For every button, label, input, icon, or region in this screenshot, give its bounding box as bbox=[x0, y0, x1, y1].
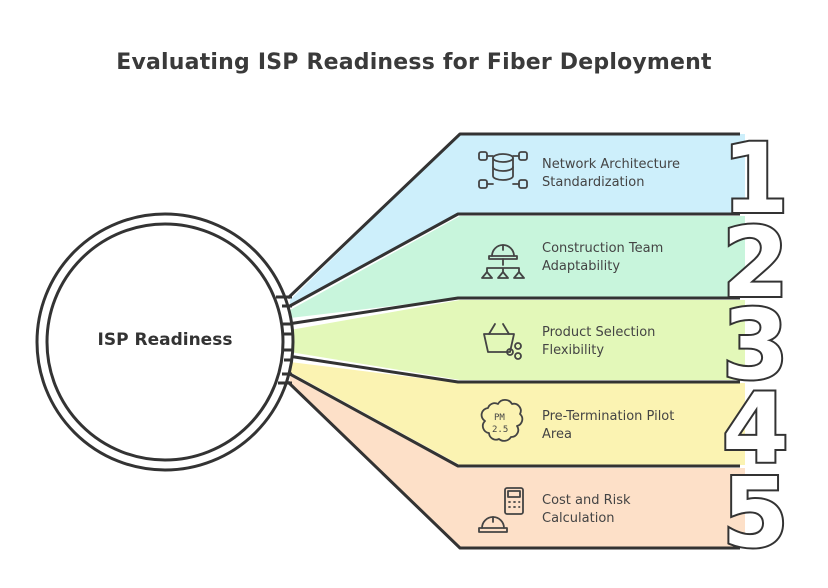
pm25-cloud-icon bbox=[480, 398, 524, 442]
item-3-line1: Product Selection bbox=[542, 325, 656, 340]
band-1-outline bbox=[286, 132, 740, 300]
item-4-line1: Pre-Termination Pilot bbox=[542, 409, 675, 424]
band-3-fill bbox=[290, 300, 745, 380]
item-5-label: Cost and Risk Calculation bbox=[542, 492, 742, 528]
pm25-text: PM bbox=[494, 413, 505, 423]
band-4-5-divider bbox=[287, 371, 740, 468]
band-outlines bbox=[286, 132, 740, 550]
item-5-line1: Cost and Risk bbox=[542, 493, 631, 508]
hardhat-org-chart-icon bbox=[481, 244, 525, 279]
basket-options-icon bbox=[483, 323, 522, 360]
number-labels: 1 2 3 4 5 bbox=[720, 121, 791, 571]
number-1: 1 bbox=[722, 123, 789, 235]
item-3-label: Product Selection Flexibility bbox=[542, 324, 742, 360]
item-5-line2: Calculation bbox=[542, 511, 615, 526]
item-4-line2: Area bbox=[542, 427, 572, 442]
hub-connectors bbox=[276, 295, 292, 385]
hub-circle bbox=[35, 212, 295, 472]
number-4: 4 bbox=[722, 373, 789, 485]
item-1-line2: Standardization bbox=[542, 175, 645, 190]
band-4-fill bbox=[290, 362, 745, 465]
number-2: 2 bbox=[722, 207, 789, 319]
item-2-line2: Adaptability bbox=[542, 259, 621, 274]
database-network-icon bbox=[478, 151, 528, 189]
item-2-line1: Construction Team bbox=[542, 241, 664, 256]
page-title: Evaluating ISP Readiness for Fiber Deplo… bbox=[116, 50, 712, 75]
band-2-fill bbox=[290, 216, 745, 318]
band-5-outline bbox=[286, 380, 740, 550]
band-1-2-divider bbox=[287, 212, 740, 309]
band-1-fill bbox=[290, 134, 745, 306]
item-3-line2: Flexibility bbox=[542, 343, 605, 358]
number-3: 3 bbox=[722, 289, 789, 401]
hub-label: ISP Readiness bbox=[97, 330, 233, 350]
item-1-line1: Network Architecture bbox=[542, 157, 680, 172]
item-4-label: Pre-Termination Pilot Area bbox=[542, 408, 742, 444]
band-2-3-divider bbox=[287, 296, 740, 326]
hardhat-calculator-icon bbox=[478, 487, 524, 533]
number-5: 5 bbox=[722, 457, 789, 569]
pm25-value-text: 2.5 bbox=[492, 425, 508, 435]
band-3-4-divider bbox=[287, 354, 740, 384]
item-1-label: Network Architecture Standardization bbox=[542, 156, 742, 192]
band-5-fill bbox=[290, 376, 745, 548]
item-2-label: Construction Team Adaptability bbox=[542, 240, 742, 276]
